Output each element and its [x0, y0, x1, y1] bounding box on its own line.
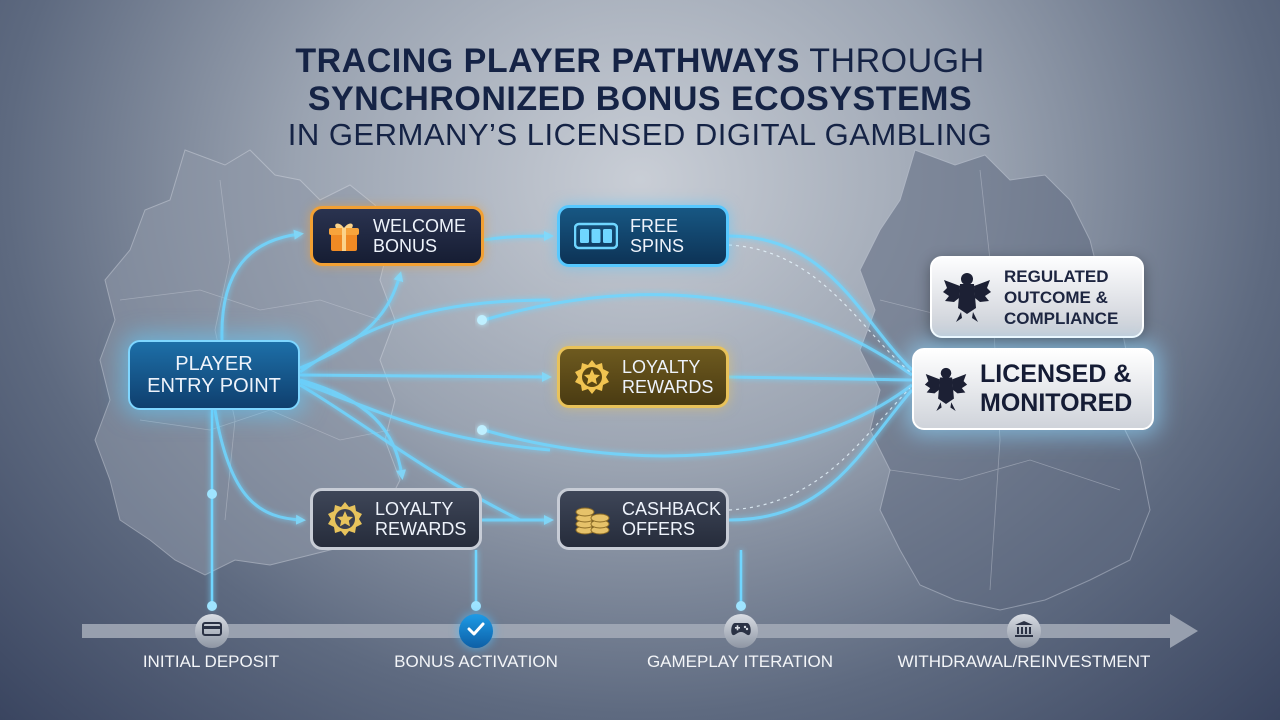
title-line-3: IN GERMANY’S LICENSED DIGITAL GAMBLING	[287, 117, 993, 152]
title-line-1: TRACING PLAYER PATHWAYS THROUGH	[295, 42, 985, 80]
timeline-node-withdrawal[interactable]	[1007, 614, 1041, 648]
timeline-node-deposit[interactable]	[195, 614, 229, 648]
title-line-2: SYNCHRONIZED BONUS ECOSYSTEMS	[307, 80, 973, 118]
timeline-label-gameplay: GAMEPLAY ITERATION	[646, 652, 834, 671]
timeline-label-bonus-activation: BONUS ACTIVATION	[394, 652, 558, 671]
card-icon	[202, 621, 222, 642]
timeline-bar	[82, 614, 1198, 648]
bank-icon	[1014, 620, 1034, 643]
gift-icon	[327, 219, 361, 253]
gamepad-icon	[730, 622, 752, 641]
federal-eagle-icon	[924, 364, 968, 414]
star-badge-icon	[327, 501, 363, 537]
timeline-node-gameplay[interactable]	[724, 614, 758, 648]
timeline-label-withdrawal: WITHDRAWAL/REINVESTMENT	[897, 652, 1151, 671]
coin-stack-icon	[574, 502, 610, 536]
check-icon	[467, 622, 485, 641]
licensed-monitored-node[interactable]: LICENSED &MONITORED	[912, 348, 1154, 430]
star-badge-icon	[574, 359, 610, 395]
timeline-node-bonus-activation[interactable]	[459, 614, 493, 648]
flow-lines	[213, 229, 914, 525]
timeline-label-deposit: INITIAL DEPOSIT	[142, 652, 280, 671]
federal-eagle-icon	[942, 270, 992, 324]
slot-machine-icon	[574, 221, 618, 251]
